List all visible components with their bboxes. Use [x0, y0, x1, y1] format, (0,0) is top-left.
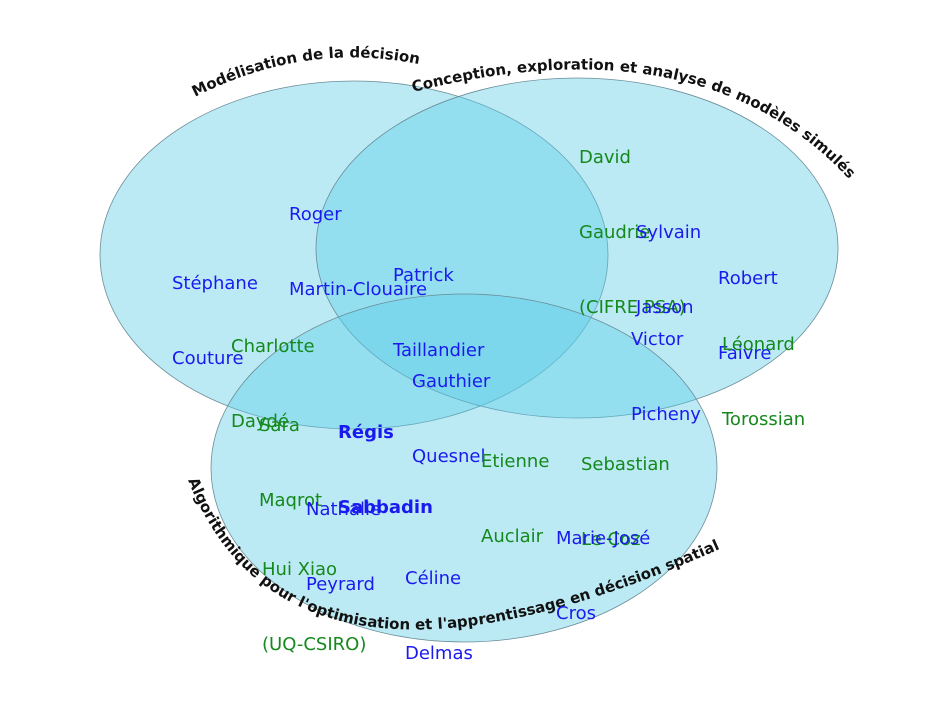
person-name-line: Picheny	[631, 404, 701, 425]
person-name-line: Maqrot	[259, 490, 323, 511]
person-name-line: Martin-Clouaire	[289, 279, 428, 300]
person-etienne: Etienne Auclair	[481, 399, 549, 574]
circle-conception	[315, 77, 839, 419]
person-patrick: Patrick Taillandier	[393, 213, 484, 388]
person-name-line: Léonard	[722, 334, 795, 355]
person-name-line: Robert	[718, 268, 778, 289]
person-name-line: Gauthier	[412, 371, 491, 392]
person-name-line: Céline	[405, 568, 462, 589]
person-victor: Victor Picheny	[631, 277, 701, 452]
person-name-line: (CIFRE PSA)	[579, 297, 686, 318]
person-name-line: Régis	[338, 422, 394, 443]
person-name-line: Etienne	[481, 451, 550, 472]
person-name-line: (UQ-CSIRO)	[262, 634, 367, 655]
person-name-line: Peyrard	[306, 574, 375, 595]
person-name-line: Couture	[172, 348, 244, 369]
person-david: David Gaudrie (CIFRE PSA)	[579, 95, 686, 345]
person-name-line: Roger	[289, 204, 342, 225]
person-robert: Robert Faivre	[718, 216, 778, 391]
person-name-line: Hui Xiao	[262, 559, 338, 580]
person-stephane: Stéphane Couture	[172, 221, 258, 396]
person-name-line: David	[579, 147, 631, 168]
person-name-line: Patrick	[393, 265, 454, 286]
circle-algorithmique	[210, 293, 718, 643]
person-celine: Céline Delmas	[405, 516, 473, 691]
person-name-line: Charlotte	[231, 336, 315, 357]
person-name-line: Nathalie	[306, 499, 382, 520]
person-sara: Sara Maqrot	[259, 363, 322, 538]
person-name-line: Sara	[259, 415, 300, 436]
person-charlotte: Charlotte Daydé	[231, 284, 315, 459]
person-name-line: Faivre	[718, 343, 772, 364]
person-name-line: Gaudrie	[579, 222, 651, 243]
person-name-line: Le Coz	[581, 529, 641, 550]
person-hui: Hui Xiao (UQ-CSIRO)	[262, 507, 366, 682]
person-name-line: Sebastian	[581, 454, 670, 475]
person-name-line: Sylvain	[636, 222, 702, 243]
person-name-line: Cros	[556, 603, 596, 624]
person-sylvain: Sylvain Jasson	[636, 170, 701, 345]
person-nathalie: Nathalie Peyrard	[306, 447, 381, 622]
person-name-line: Victor	[631, 329, 684, 350]
person-marie-jose: Marie-José Cros	[556, 476, 650, 651]
person-name-line: Jasson	[636, 297, 694, 318]
person-roger: Roger Martin-Clouaire	[289, 152, 427, 327]
circle-modelisation	[99, 80, 609, 430]
person-name-line: Daydé	[231, 411, 290, 432]
person-name-line: Stéphane	[172, 273, 258, 294]
person-name-line: Delmas	[405, 643, 473, 664]
person-name-line: Quesnel	[412, 446, 486, 467]
person-leonard: Léonard Torossian	[722, 282, 805, 457]
person-name-line: Marie-José	[556, 528, 651, 549]
person-gauthier: Gauthier Quesnel	[412, 319, 490, 494]
person-name-line: Torossian	[722, 409, 806, 430]
person-regis: Régis Sabbadin	[338, 370, 433, 545]
person-sebastian: Sebastian Le Coz	[581, 402, 670, 577]
person-name-line: Auclair	[481, 526, 544, 547]
person-name-line: Taillandier	[393, 340, 485, 361]
person-name-line: Sabbadin	[338, 497, 433, 518]
